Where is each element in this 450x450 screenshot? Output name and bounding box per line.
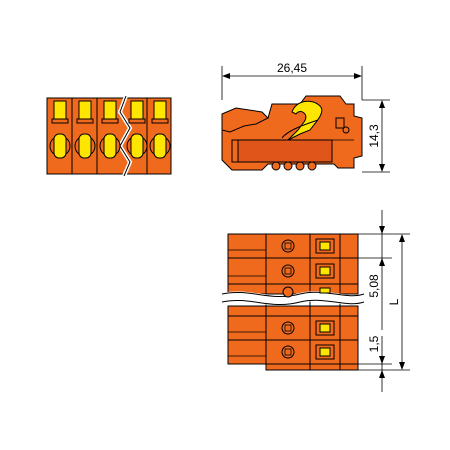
- top-view: 5,08 1,5 L: [220, 210, 410, 392]
- front-view-clamps: [49, 100, 171, 159]
- length-dimension: L: [387, 233, 410, 371]
- pitch-dimension-label: 5,08: [367, 274, 381, 298]
- offset-dimension: 1,5: [358, 335, 392, 392]
- top-view-housing: [220, 233, 366, 371]
- side-view-housing: [221, 95, 363, 171]
- length-dimension-label: L: [387, 298, 401, 305]
- height-dimension: 14,3: [362, 99, 390, 173]
- width-dimension-label: 26,45: [277, 61, 307, 75]
- front-view: [46, 95, 172, 177]
- offset-dimension-label: 1,5: [367, 335, 381, 352]
- top-view-clamps: [281, 238, 335, 360]
- height-dimension-label: 14,3: [367, 124, 381, 148]
- side-view: 26,45 14,3: [221, 61, 390, 173]
- width-dimension: 26,45: [221, 61, 363, 100]
- pitch-dimension: 5,08: [358, 210, 392, 330]
